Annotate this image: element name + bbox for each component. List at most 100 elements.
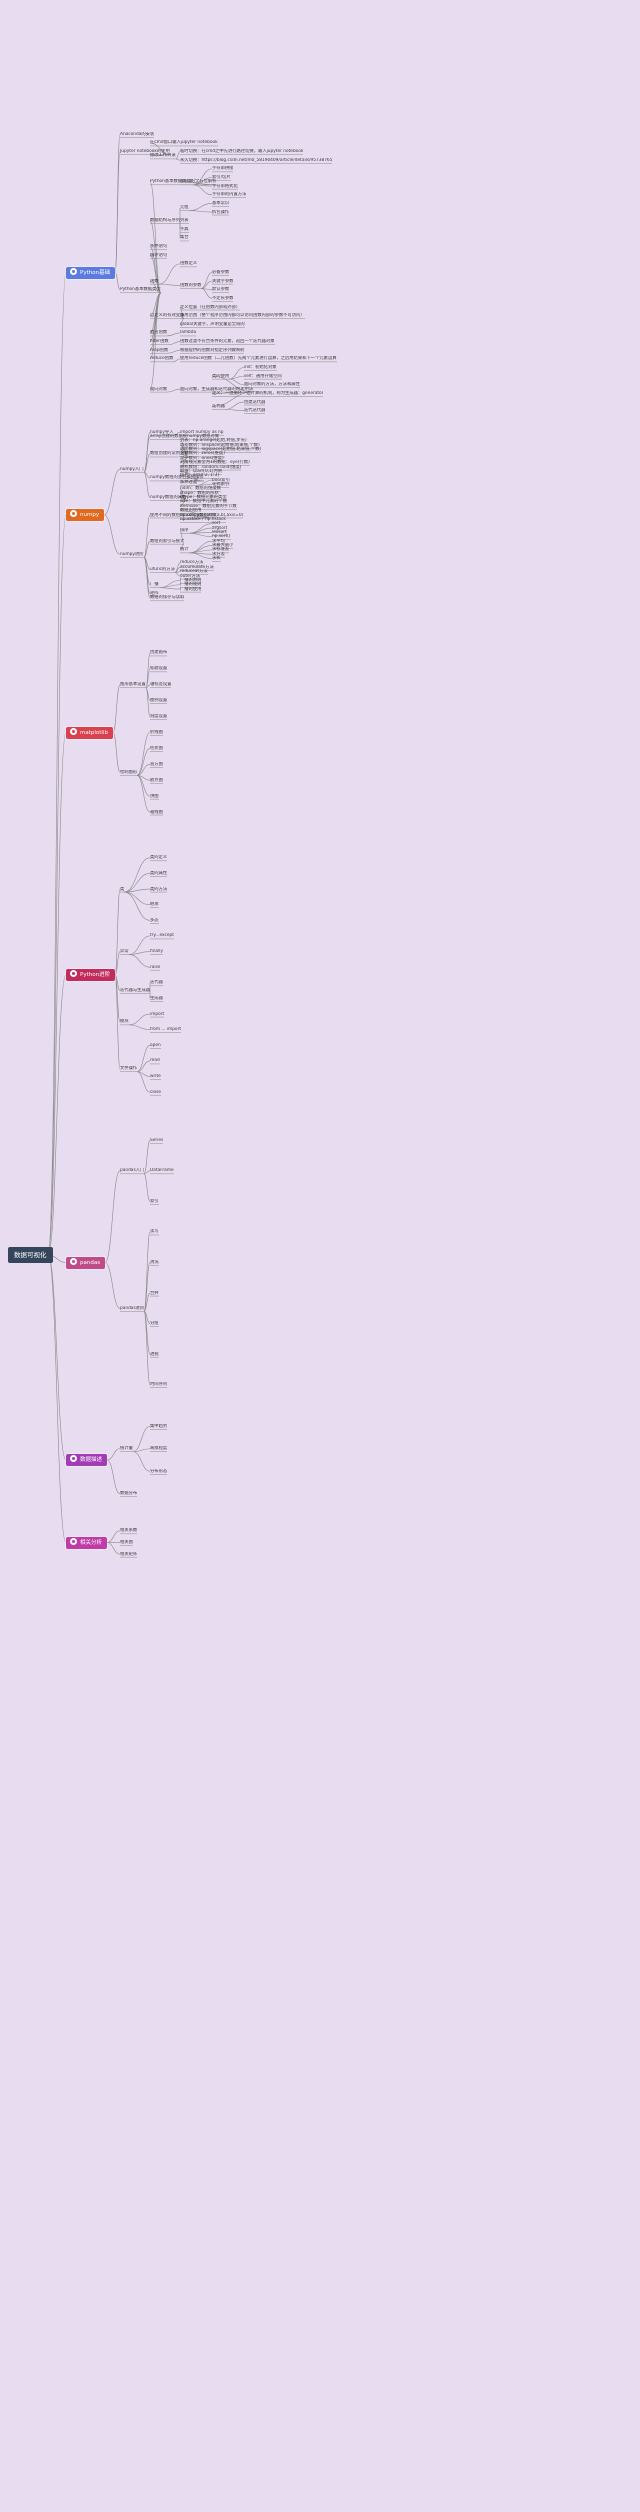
map-node-d3[interactable]: 条件过滤 (180, 479, 198, 485)
map-node-d3[interactable]: size：数组中元素的个数 (180, 499, 228, 505)
map-node-d2[interactable]: 集中趋势 (150, 1423, 168, 1429)
map-node-d3[interactable]: reduceat方法 (180, 569, 208, 575)
map-node-d2[interactable]: import (150, 1011, 165, 1017)
map-node-d3[interactable]: np.vstack / np.hstack (180, 516, 226, 522)
map-node-d3[interactable]: accumulate方法 (180, 564, 214, 570)
map-node-d3[interactable]: 函数的参数 (180, 282, 202, 288)
map-node-d1[interactable]: numpy入门 (120, 466, 144, 472)
map-node-d4[interactable]: 求最大最小 (212, 543, 234, 548)
map-node-d2[interactable]: numpy数组的属性 (150, 495, 187, 501)
branch-2[interactable]: matplotlib (66, 726, 113, 739)
map-node-d1[interactable]: 模块 (120, 1019, 129, 1025)
map-node-d2[interactable]: 矩阵 (150, 590, 159, 596)
map-node-d2[interactable]: 数据结构与序列 (150, 218, 181, 224)
map-node-d3[interactable]: 统计 (180, 547, 189, 553)
map-node-d3[interactable]: 排序 (180, 527, 189, 533)
map-node-d3[interactable]: 取值：以arr[0,1]为例 (180, 468, 223, 474)
map-node-d2[interactable]: 箱线图 (150, 809, 163, 815)
map-node-d1[interactable]: Python基本数据类型 (120, 287, 161, 293)
map-node-d4[interactable]: sort (212, 521, 221, 527)
map-node-d3[interactable]: 列表：np.arange(起始,终值,步长) (180, 438, 247, 444)
map-node-d1[interactable]: 异常 (120, 949, 129, 955)
map-node-d2[interactable]: ufunc的方法 (150, 566, 175, 572)
map-node-d2[interactable]: 自定义的有效变量 (150, 313, 185, 319)
map-node-d2[interactable]: 清洗 (150, 1260, 159, 1265)
map-node-d3[interactable]: 作用范围（整个程序范围内都可以访问函数内部的参数不可访问） (180, 313, 305, 319)
map-node-d3[interactable]: 等比数列：logspace(起始值,结束值,个数) (180, 447, 262, 453)
map-node-d1[interactable]: 统计量 (120, 1446, 133, 1452)
map-node-d2[interactable]: Series (150, 1137, 164, 1143)
map-node-d4[interactable]: 基本常识 (212, 200, 230, 206)
map-node-d2[interactable]: 类的定义 (150, 855, 168, 861)
map-node-d2[interactable]: 标题设置 (150, 666, 168, 672)
map-node-d2[interactable]: try...except (150, 933, 174, 939)
map-node-d2[interactable]: open (150, 1042, 161, 1048)
map-node-d2[interactable]: 类的方法 (150, 886, 168, 892)
map-node-d2[interactable]: close (150, 1089, 162, 1095)
map-node-d1[interactable]: 相关矩阵 (120, 1551, 138, 1557)
map-node-d4[interactable]: 定义：一边循环一边计算的机制，称为生成器：generator (212, 390, 324, 396)
map-node-d1[interactable]: pandas进阶 (120, 1305, 145, 1311)
map-node-d3[interactable]: 根据提供的函数对指定序列做映射 (180, 347, 245, 353)
map-node-d2[interactable]: finally (150, 949, 163, 955)
map-node-d3[interactable]: 使用reduce函数（二元函数）先两个元素进行运算，之后用结果和下一个元素运算 (180, 356, 337, 362)
map-node-d1[interactable]: numpy进阶 (120, 551, 144, 557)
map-node-d3[interactable]: 等差数列：linspace(起始值,结束值,个数) (180, 442, 260, 448)
map-node-d2[interactable]: 迭代器 (150, 980, 163, 986)
map-node-d3[interactable]: 函数定义 (180, 261, 198, 267)
map-node-d2[interactable]: 修改工作目录 (150, 153, 176, 159)
map-node-d4[interactable]: 不定长参数 (212, 295, 234, 301)
map-node-d2[interactable]: 函数 (150, 278, 159, 284)
map-node-d5[interactable]: 面向对象的方法，方法和属性 (244, 382, 300, 388)
map-node-d3[interactable]: ndim：数组的维度数 (180, 486, 221, 492)
map-node-d2[interactable]: 散点图 (150, 777, 163, 783)
map-node-d2[interactable]: 多态 (150, 917, 159, 923)
map-node-d2[interactable]: Python基本数据类型的全方位解析 (150, 179, 217, 185)
map-node-d2[interactable]: 类的属性 (150, 870, 168, 876)
map-node-d3[interactable]: dtype：数组元素的类型 (180, 495, 227, 501)
map-node-d3[interactable]: 广播的原则 (180, 577, 202, 583)
map-node-d3[interactable]: 广播的规则 (180, 582, 202, 588)
map-node-d2[interactable]: 继承 (150, 902, 159, 908)
map-node-d1[interactable]: 文件操作 (120, 1066, 138, 1072)
map-node-d2[interactable]: 折线图 (150, 730, 163, 735)
map-node-d3[interactable]: 字典 (180, 226, 189, 232)
map-node-d2[interactable]: write (150, 1074, 161, 1080)
map-node-d2[interactable]: 饼图 (150, 793, 159, 799)
map-node-d3[interactable]: outer方法 (180, 573, 201, 579)
map-node-d3[interactable]: 函数过滤不符合条件的元素，返回一个迭代器对象 (180, 339, 275, 345)
map-node-d1[interactable]: 数据分布 (120, 1491, 138, 1497)
map-node-d3[interactable]: 临时切换：在cmd之中先进行路径切换，输入jupyter notebook (180, 149, 304, 155)
map-node-d2[interactable]: 直方图 (150, 761, 163, 767)
map-node-d1[interactable]: 绘制图形 (120, 769, 138, 775)
map-node-d4[interactable]: np.sort() (212, 534, 231, 540)
map-node-d2[interactable]: 生成器 (150, 995, 163, 1001)
map-node-d2[interactable]: 使用不同的数组的numpy数组对象 (150, 512, 217, 518)
branch-0[interactable]: Python基础 (66, 266, 116, 279)
map-node-d1[interactable]: 相关图 (120, 1540, 133, 1545)
map-node-d2[interactable]: 时间序列 (150, 1382, 168, 1388)
map-node-d2[interactable]: 合并 (150, 1290, 159, 1296)
map-node-d3[interactable]: lambda (180, 330, 197, 336)
map-node-d3[interactable]: import numpy as np (180, 429, 224, 435)
map-node-d2[interactable]: 匿名函数 (150, 330, 168, 336)
map-node-d2[interactable]: reduce函数 (150, 356, 174, 362)
map-node-d4[interactable]: lexsort (212, 529, 227, 535)
map-node-d4[interactable]: 花式索引 (212, 481, 230, 487)
map-node-d4[interactable]: 迭代器 (212, 403, 225, 409)
map-node-d1[interactable]: Anaconda的安装 (120, 131, 155, 137)
branch-1[interactable]: numpy (66, 509, 105, 521)
map-node-d2[interactable]: array创建的数据被numpy数组对象 (150, 434, 220, 440)
map-node-d3[interactable]: 随机数组：random.rand(维度) (180, 464, 242, 470)
map-node-d2[interactable]: 分布形态 (150, 1468, 168, 1474)
map-node-d2[interactable]: numpy数组的多行多列操作 (150, 475, 204, 481)
map-node-d4[interactable]: 字符串格式化 (212, 183, 238, 189)
map-node-d2[interactable]: 条件语句 (150, 244, 168, 250)
map-node-d3[interactable]: itemsize：数组元素的字节数 (180, 503, 237, 509)
map-node-d1[interactable]: pandas入门 (120, 1168, 145, 1174)
map-node-d1[interactable]: Jupyter notebook的使用 (120, 149, 170, 155)
map-node-d3[interactable]: 全零数列：zeros(维度) (180, 451, 225, 457)
map-node-d4[interactable]: 求标准差 (212, 547, 230, 553)
map-node-d5[interactable]: self：通用存储空间 (244, 373, 282, 379)
map-node-d3[interactable]: 数组的使用 (180, 508, 202, 514)
